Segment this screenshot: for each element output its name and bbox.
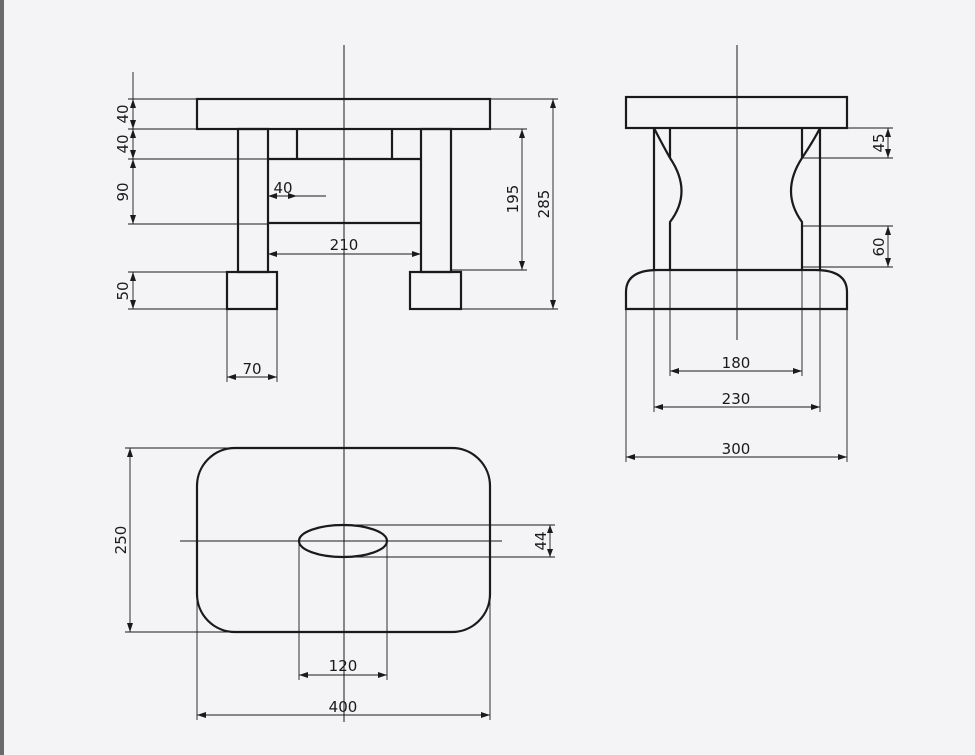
dim-rail-gap: 40 [114, 134, 132, 153]
dim-slot-height-group: 44 [343, 524, 555, 558]
dim-slot-width-group: 120 [298, 541, 388, 680]
top-view: 250 44 120 400 [112, 446, 555, 722]
dim-overall-height: 285 [535, 190, 553, 219]
dim-base-width: 300 [722, 440, 751, 458]
dim-foot-width: 70 [242, 360, 261, 378]
dim-top-thickness: 40 [114, 104, 132, 123]
side-seat-top [624, 95, 849, 130]
side-view: 45 60 180 230 300 [624, 45, 893, 462]
dim-rail-height: 90 [114, 182, 132, 201]
front-left-foot [225, 270, 279, 311]
front-view: 40 40 90 40 210 50 [114, 45, 558, 560]
dim-foot-width-group: 70 [226, 309, 278, 382]
front-left-dimensions: 40 40 90 [114, 72, 268, 225]
dim-inner-span-group: 210 [268, 236, 421, 257]
dim-leg-width: 230 [722, 390, 751, 408]
side-left-leg-profile [652, 127, 683, 270]
dim-leg-height: 195 [504, 185, 522, 214]
dim-rail-inset: 40 [273, 179, 292, 197]
side-bottom-dimensions: 180 230 300 [625, 270, 848, 462]
front-seat-top [195, 97, 492, 131]
front-left-leg [236, 127, 270, 274]
dim-rail-inset-group: 40 [268, 179, 326, 199]
dim-slot-height: 44 [532, 531, 550, 550]
side-right-dimensions: 45 60 [802, 127, 893, 268]
side-base [624, 268, 849, 311]
dim-overall-width: 400 [329, 698, 358, 716]
sheet-left-edge [0, 0, 4, 755]
side-right-leg-profile [790, 127, 822, 270]
dim-foot-height-group: 50 [114, 271, 227, 310]
dim-depth-group: 250 [112, 447, 235, 633]
dim-upper-curve: 45 [870, 133, 888, 152]
front-right-foot [408, 270, 463, 311]
dim-overall-width-group: 400 [196, 600, 491, 720]
dim-lower-curve: 60 [870, 237, 888, 256]
front-right-dimensions: 195 285 [451, 98, 558, 310]
front-right-leg [419, 127, 453, 274]
dim-slot-width: 120 [329, 657, 358, 675]
dim-foot-height: 50 [114, 281, 132, 300]
dim-depth: 250 [112, 526, 130, 555]
dim-inner-span: 210 [330, 236, 359, 254]
dim-neck-width: 180 [722, 354, 751, 372]
